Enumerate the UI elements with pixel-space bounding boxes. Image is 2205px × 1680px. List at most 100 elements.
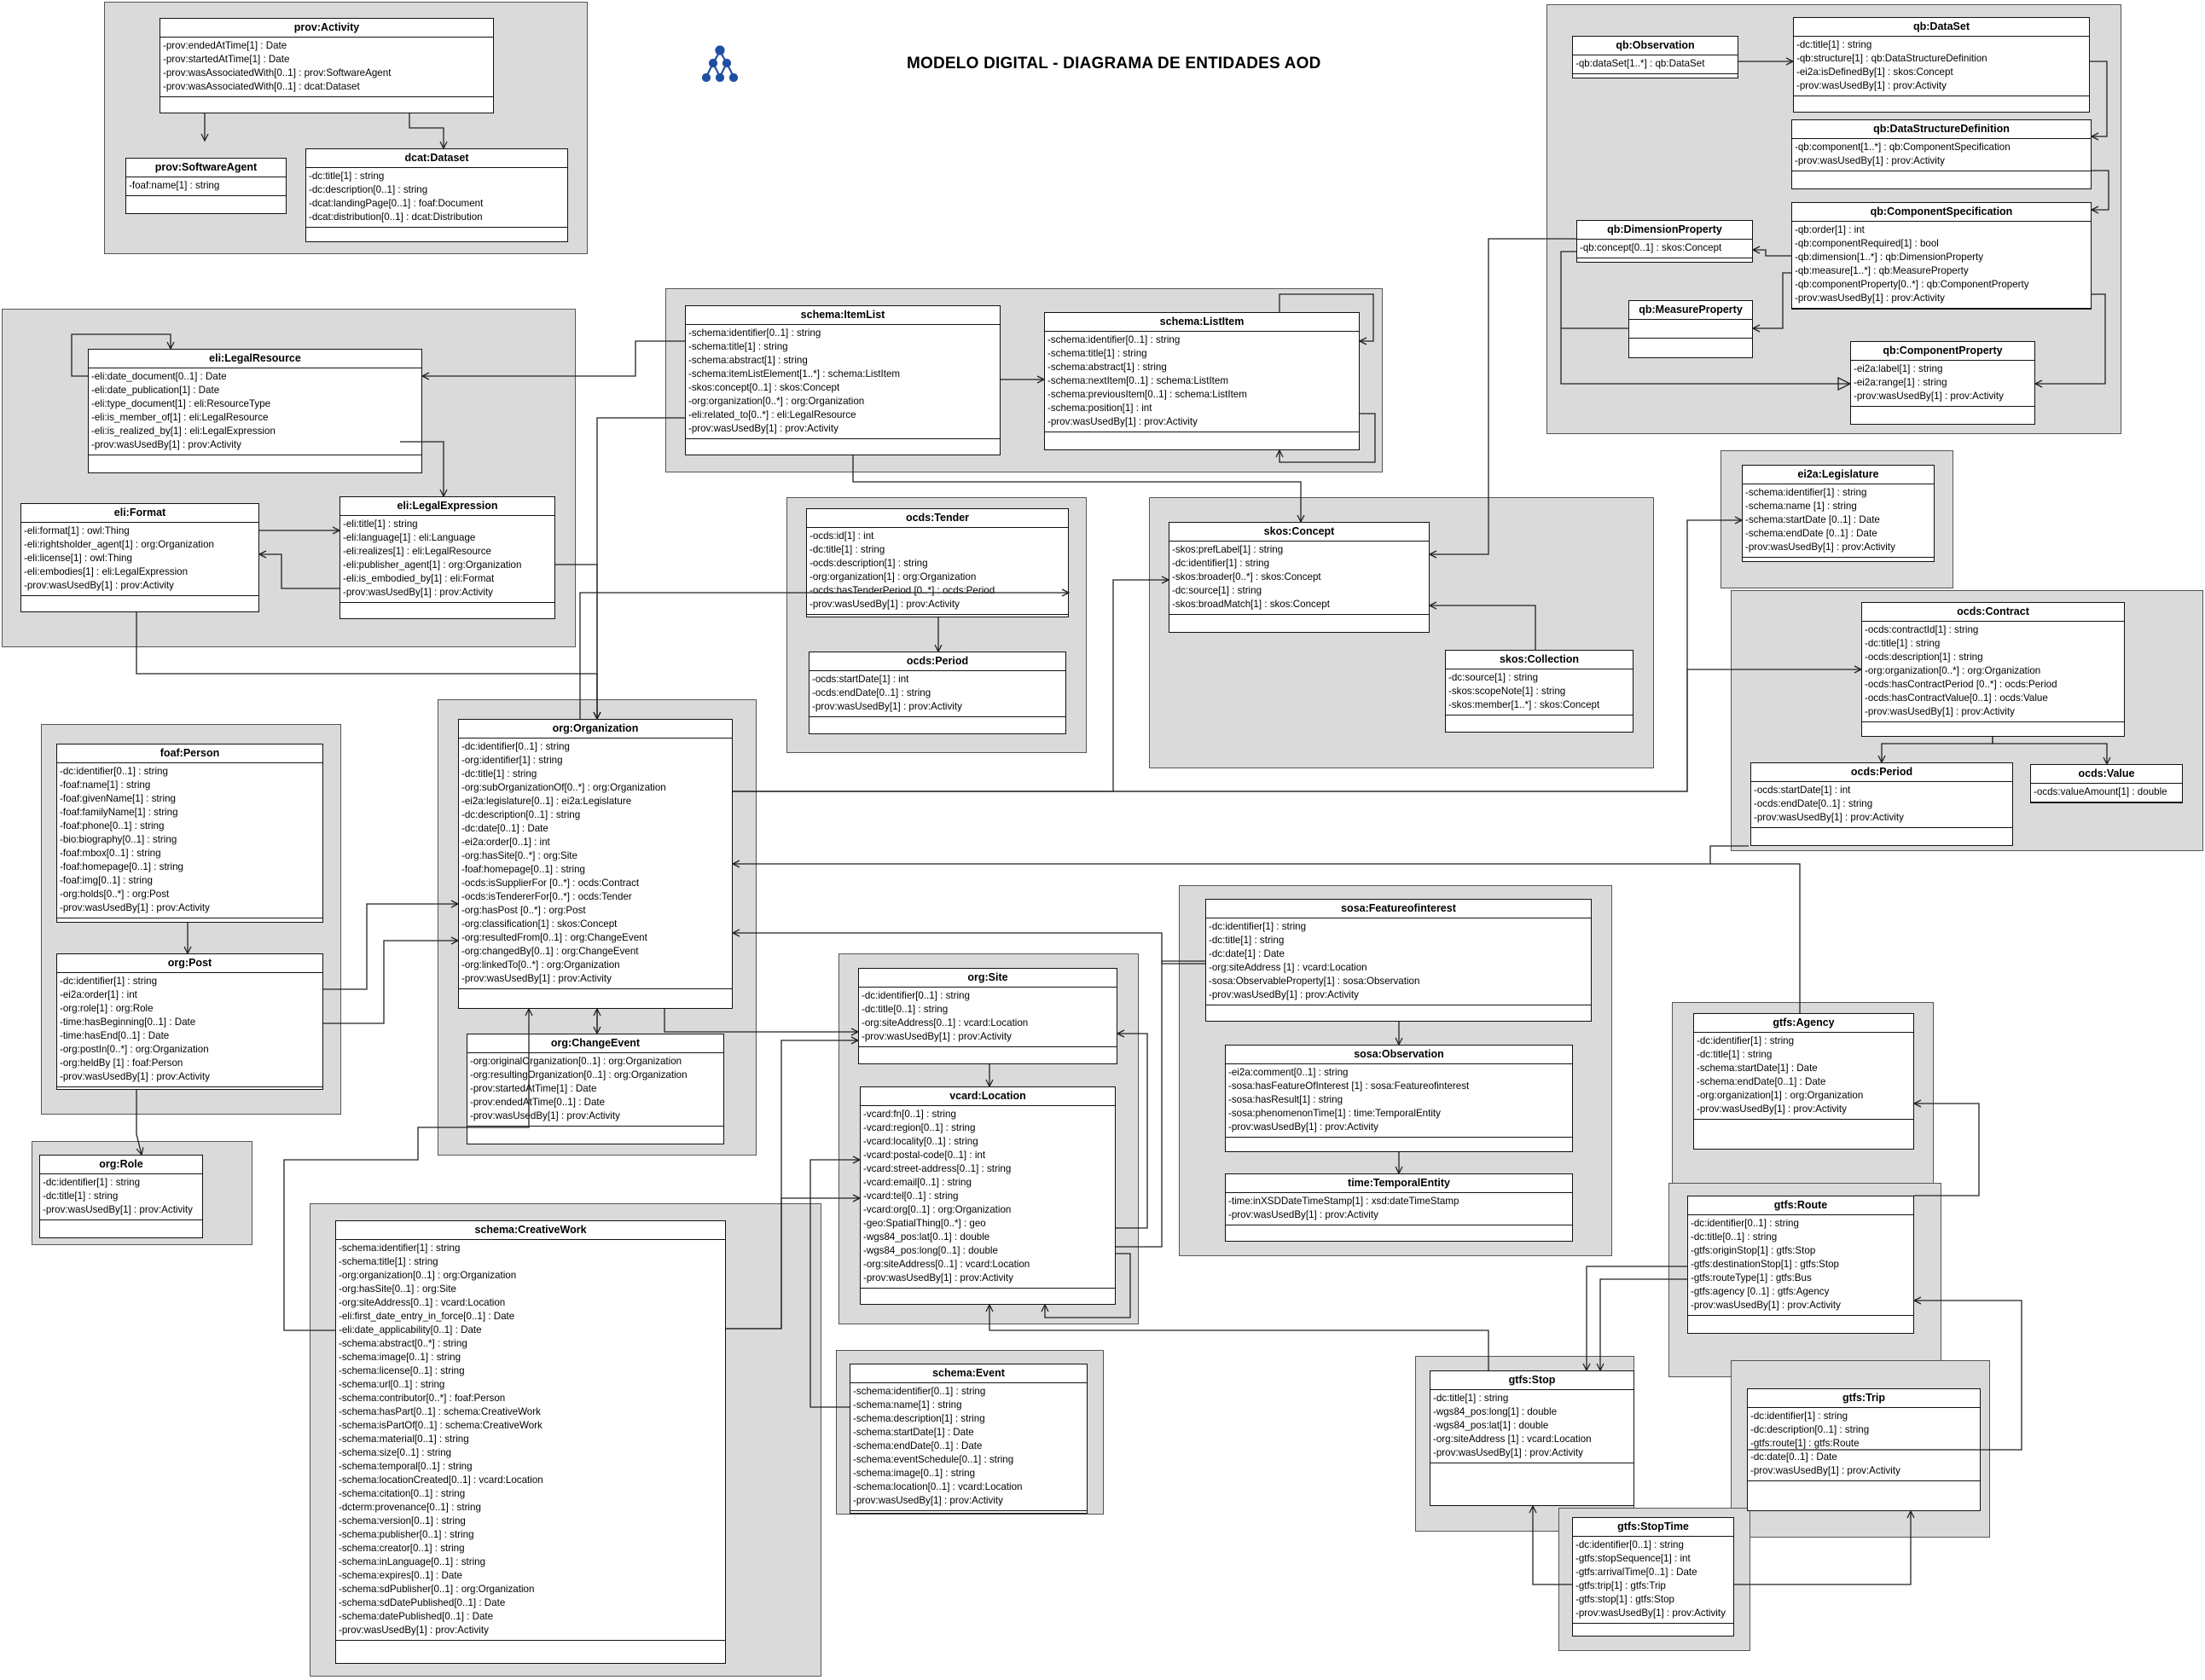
attribute-row: -schema:datePublished[0..1] : Date xyxy=(339,1611,494,1622)
entity-ocds-tender[interactable]: ocds:Tender-ocds:id[1] : int-dc:title[1]… xyxy=(806,508,1069,617)
entity-qb-componentspecification[interactable]: qb:ComponentSpecification-qb:order[1] : … xyxy=(1791,202,2092,310)
attribute-row: -dc:title[1] : string xyxy=(809,544,885,555)
entity-sosa-observation[interactable]: sosa:Observation-ei2a:comment[0..1] : st… xyxy=(1225,1045,1573,1152)
operations-compartment xyxy=(459,989,732,1004)
attribute-row: -prov:wasUsedBy[1] : prov:Activity xyxy=(24,580,174,591)
entity-eli-legalresource[interactable]: eli:LegalResource-eli:date_document[0..1… xyxy=(88,349,422,473)
attribute-row: -prov:wasUsedBy[1] : prov:Activity xyxy=(1209,989,1359,1000)
attribute-row: -gtfs:arrivalTime[0..1] : Date xyxy=(1575,1567,1697,1578)
entity-org-role[interactable]: org:Role-dc:identifier[1] : string-dc:ti… xyxy=(39,1155,203,1238)
attribute-list: -qb:order[1] : int-qb:componentRequired[… xyxy=(1792,222,2091,309)
attribute-row: -dc:title[1] : string xyxy=(1796,39,1872,50)
attribute-row: -ocds:isTendererFor[0..*] : ocds:Tender xyxy=(461,891,632,902)
entity-name: qb:Observation xyxy=(1573,37,1738,55)
entity-qb-observation[interactable]: qb:Observation-qb:dataSet[1..*] : qb:Dat… xyxy=(1572,36,1738,78)
attribute-list: -org:originalOrganization[0..1] : org:Or… xyxy=(467,1053,723,1127)
attribute-row: -org:organization[1] : org:Organization xyxy=(1697,1090,1864,1101)
entity-name: time:TemporalEntity xyxy=(1226,1174,1572,1193)
entity-org-organization[interactable]: org:Organization-dc:identifier[0..1] : s… xyxy=(458,719,733,1009)
attribute-list: -eli:date_document[0..1] : Date-eli:date… xyxy=(89,368,421,455)
attribute-list: -prov:endedAtTime[1] : Date-prov:started… xyxy=(160,38,493,97)
entity-name: gtfs:Route xyxy=(1688,1196,1913,1215)
attribute-row: -time:hasEnd[0..1] : Date xyxy=(60,1030,170,1041)
entity-qb-dataset[interactable]: qb:DataSet-dc:title[1] : string-qb:struc… xyxy=(1793,17,2090,113)
attribute-row: -eli:date_applicability[0..1] : Date xyxy=(339,1324,482,1335)
attribute-row: -eli:format[1] : owl:Thing xyxy=(24,525,130,536)
operations-compartment xyxy=(1743,558,1934,572)
entity-name: eli:LegalResource xyxy=(89,350,421,368)
attribute-row: -schema:endDate[0..1] : Date xyxy=(853,1440,983,1451)
attribute-list: -skos:prefLabel[1] : string-dc:identifie… xyxy=(1169,542,1429,615)
network-tree-icon xyxy=(701,44,739,87)
attribute-row: -org:resultingOrganization[0..1] : org:O… xyxy=(470,1069,688,1080)
attribute-list: -dc:identifier[0..1] : string-gtfs:stopS… xyxy=(1573,1537,1733,1624)
entity-ocds-value[interactable]: ocds:Value-ocds:valueAmount[1] : double xyxy=(2030,764,2183,803)
attribute-row: -vcard:region[0..1] : string xyxy=(863,1122,976,1133)
entity-ei2a-legislature[interactable]: ei2a:Legislature-schema:identifier[1] : … xyxy=(1742,465,1935,562)
attribute-list: -time:inXSDDateTimeStamp[1] : xsd:dateTi… xyxy=(1226,1193,1572,1225)
entity-qb-measureproperty[interactable]: qb:MeasureProperty xyxy=(1628,300,1753,358)
entity-sosa-featureofinterest[interactable]: sosa:Featureofinterest-dc:identifier[1] … xyxy=(1205,899,1592,1022)
entity-name: qb:ComponentSpecification xyxy=(1792,203,2091,222)
entity-gtfs-agency[interactable]: gtfs:Agency-dc:identifier[1] : string-dc… xyxy=(1693,1013,1914,1150)
operations-compartment xyxy=(861,1289,1115,1303)
attribute-row: -dc:identifier[1] : string xyxy=(1750,1411,1848,1422)
entity-name: ocds:Period xyxy=(1751,763,2012,782)
attribute-row: -eli:related_to[0..*] : eli:LegalResourc… xyxy=(688,409,856,420)
entity-prov-activity[interactable]: prov:Activity-prov:endedAtTime[1] : Date… xyxy=(160,18,494,113)
entity-vcard-location[interactable]: vcard:Location-vcard:fn[0..1] : string-v… xyxy=(860,1086,1116,1305)
entity-eli-format[interactable]: eli:Format-eli:format[1] : owl:Thing-eli… xyxy=(20,503,259,612)
entity-org-changeevent[interactable]: org:ChangeEvent-org:originalOrganization… xyxy=(467,1034,724,1144)
attribute-row: -schema:startDate [0..1] : Date xyxy=(1745,514,1880,525)
attribute-row: -skos:member[1..*] : skos:Concept xyxy=(1448,699,1600,710)
attribute-row: -schema:sdPublisher[0..1] : org:Organiza… xyxy=(339,1584,535,1595)
entity-name: prov:SoftwareAgent xyxy=(126,159,286,177)
entity-qb-datastructuredefinition[interactable]: qb:DataStructureDefinition-qb:component[… xyxy=(1791,119,2092,189)
entity-qb-componentproperty[interactable]: qb:ComponentProperty-ei2a:label[1] : str… xyxy=(1850,341,2035,425)
entity-schema-event[interactable]: schema:Event-schema:identifier[0..1] : s… xyxy=(850,1364,1088,1514)
entity-name: eli:LegalExpression xyxy=(340,497,554,516)
entity-gtfs-trip[interactable]: gtfs:Trip-dc:identifier[1] : string-dc:d… xyxy=(1747,1388,1981,1511)
entity-ocds-contract[interactable]: ocds:Contract-ocds:contractId[1] : strin… xyxy=(1861,602,2125,737)
attribute-row: -schema:inLanguage[0..1] : string xyxy=(339,1556,486,1567)
attribute-row: -eli:type_document[1] : eli:ResourceType xyxy=(91,398,271,409)
attribute-row: -schema:eventSchedule[0..1] : string xyxy=(853,1454,1014,1465)
attribute-row: -ocds:endDate[0..1] : string xyxy=(1754,798,1873,809)
entity-gtfs-route[interactable]: gtfs:Route-dc:identifier[0..1] : string-… xyxy=(1687,1196,1914,1334)
attribute-list: -dc:identifier[1] : string-dc:descriptio… xyxy=(1748,1408,1980,1481)
entity-name: vcard:Location xyxy=(861,1087,1115,1106)
attribute-row: -dc:date[1] : Date xyxy=(1209,948,1285,959)
entity-foaf-person[interactable]: foaf:Person-dc:identifier[0..1] : string… xyxy=(56,744,323,923)
attribute-list: -schema:identifier[0..1] : string-schema… xyxy=(686,325,1000,439)
attribute-row: -qb:componentProperty[0..*] : qb:Compone… xyxy=(1795,279,2029,290)
entity-name: qb:DataSet xyxy=(1794,18,2089,37)
operations-compartment xyxy=(306,228,567,242)
entity-time-temporalentity[interactable]: time:TemporalEntity-time:inXSDDateTimeSt… xyxy=(1225,1173,1573,1242)
entity-org-site[interactable]: org:Site-dc:identifier[0..1] : string-dc… xyxy=(858,968,1117,1064)
entity-eli-legalexpression[interactable]: eli:LegalExpression-eli:title[1] : strin… xyxy=(339,496,555,619)
entity-prov-softwareagent[interactable]: prov:SoftwareAgent-foaf:name[1] : string xyxy=(125,158,287,214)
attribute-row: -dc:title[1] : string xyxy=(461,768,537,779)
attribute-row: -ei2a:comment[0..1] : string xyxy=(1228,1067,1349,1078)
attribute-row: -vcard:street-address[0..1] : string xyxy=(863,1163,1012,1174)
entity-ocds-period-contract[interactable]: ocds:Period-ocds:startDate[1] : int-ocds… xyxy=(1750,762,2013,846)
attribute-row: -dc:identifier[0..1] : string xyxy=(461,741,570,752)
entity-qb-dimensionproperty[interactable]: qb:DimensionProperty-qb:concept[0..1] : … xyxy=(1576,220,1753,263)
attribute-row: -org:changedBy[0..1] : org:ChangeEvent xyxy=(461,946,639,957)
entity-gtfs-stop[interactable]: gtfs:Stop-dc:title[1] : string-wgs84_pos… xyxy=(1430,1370,1634,1506)
entity-gtfs-stoptime[interactable]: gtfs:StopTime-dc:identifier[0..1] : stri… xyxy=(1572,1517,1734,1637)
entity-org-post[interactable]: org:Post-dc:identifier[1] : string-ei2a:… xyxy=(56,953,323,1090)
attribute-row: -gtfs:route[1] : gtfs:Route xyxy=(1750,1438,1860,1449)
entity-ocds-period-tender[interactable]: ocds:Period-ocds:startDate[1] : int-ocds… xyxy=(809,652,1066,734)
entity-schema-listitem[interactable]: schema:ListItem-schema:identifier[0..1] … xyxy=(1044,312,1360,450)
entity-dcat-dataset[interactable]: dcat:Dataset-dc:title[1] : string-dc:des… xyxy=(305,148,568,242)
entity-skos-collection[interactable]: skos:Collection-dc:source[1] : string-sk… xyxy=(1445,650,1633,733)
entity-schema-itemlist[interactable]: schema:ItemList-schema:identifier[0..1] … xyxy=(685,305,1001,455)
entity-name: gtfs:Trip xyxy=(1748,1389,1980,1408)
entity-name: ei2a:Legislature xyxy=(1743,466,1934,484)
attribute-row: -eli:is_member_of[1] : eli:LegalResource xyxy=(91,412,269,423)
attribute-row: -prov:wasAssociatedWith[0..1] : prov:Sof… xyxy=(163,67,392,78)
entity-schema-creativework[interactable]: schema:CreativeWork-schema:identifier[1]… xyxy=(335,1220,726,1664)
attribute-row: -dc:identifier[1] : string xyxy=(1209,921,1307,932)
entity-skos-concept[interactable]: skos:Concept-skos:prefLabel[1] : string-… xyxy=(1169,522,1430,633)
